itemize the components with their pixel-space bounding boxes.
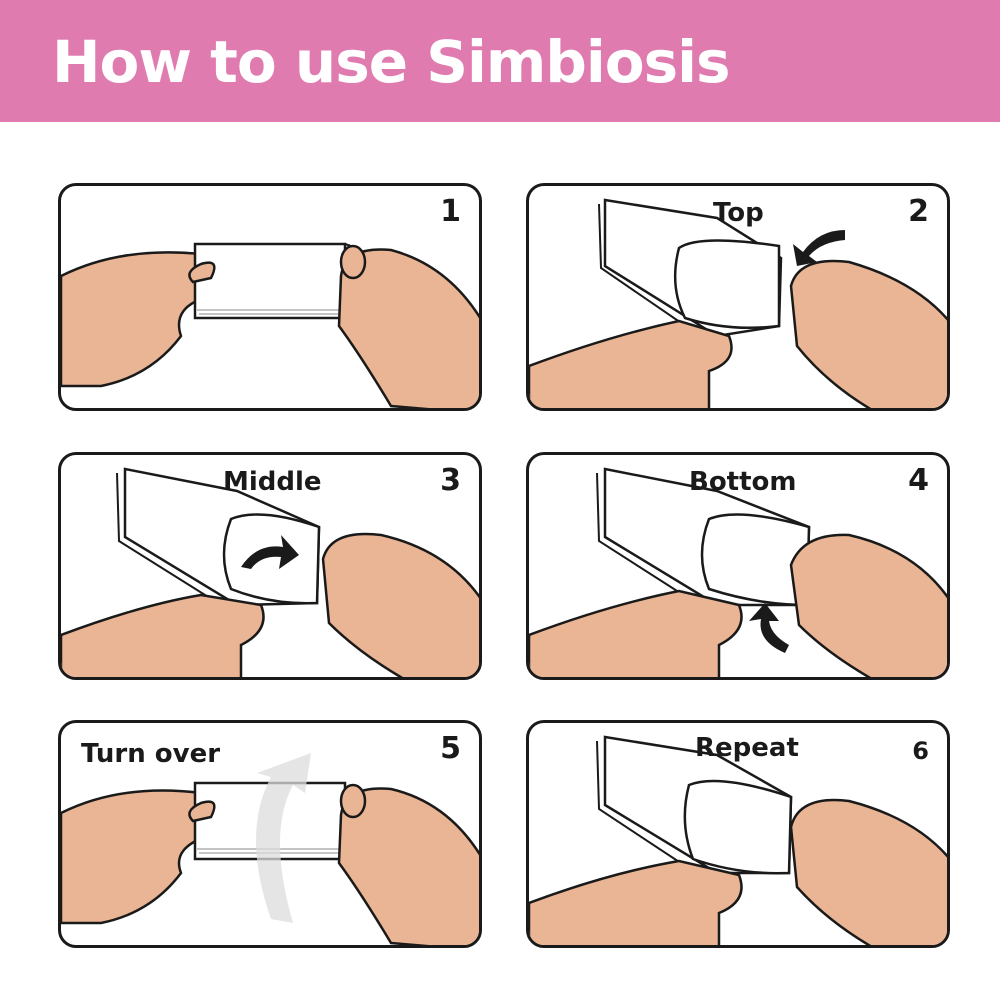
step-1-illustration (61, 242, 479, 408)
step-number: 2 (908, 194, 929, 229)
step-3-illustration (61, 467, 479, 677)
step-number: 5 (440, 731, 461, 766)
step-panel-1: 1 (58, 183, 482, 411)
step-number: 1 (440, 194, 461, 229)
page-title: How to use Simbiosis (52, 28, 731, 96)
step-panel-3: Middle 3 (58, 452, 482, 680)
step-number: 3 (440, 463, 461, 498)
step-label: Bottom (689, 467, 797, 497)
step-2-illustration (529, 198, 947, 408)
step-panel-5: Turn over 5 (58, 720, 482, 948)
step-number: 6 (912, 737, 929, 765)
header-banner: How to use Simbiosis (0, 0, 1000, 122)
step-label: Turn over (81, 739, 221, 769)
step-6-illustration (529, 735, 947, 945)
step-4-illustration (529, 467, 947, 677)
step-5-illustration (61, 753, 479, 945)
step-label: Repeat (695, 733, 799, 763)
step-label: Middle (223, 467, 322, 497)
step-label: Top (713, 198, 764, 228)
step-number: 4 (908, 463, 929, 498)
step-panel-2: Top 2 (526, 183, 950, 411)
step-panel-4: Bottom 4 (526, 452, 950, 680)
step-panel-6: Repeat 6 (526, 720, 950, 948)
